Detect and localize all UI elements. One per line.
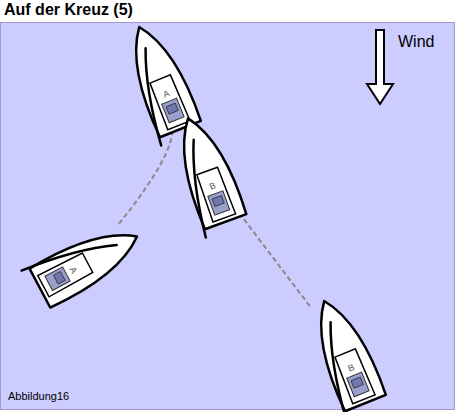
figure-title: Auf der Kreuz (5) xyxy=(4,1,133,19)
figure-number: Abbildung16 xyxy=(8,390,69,402)
track-line xyxy=(119,125,173,224)
track-line xyxy=(241,216,309,306)
wind-label: Wind xyxy=(398,33,434,51)
